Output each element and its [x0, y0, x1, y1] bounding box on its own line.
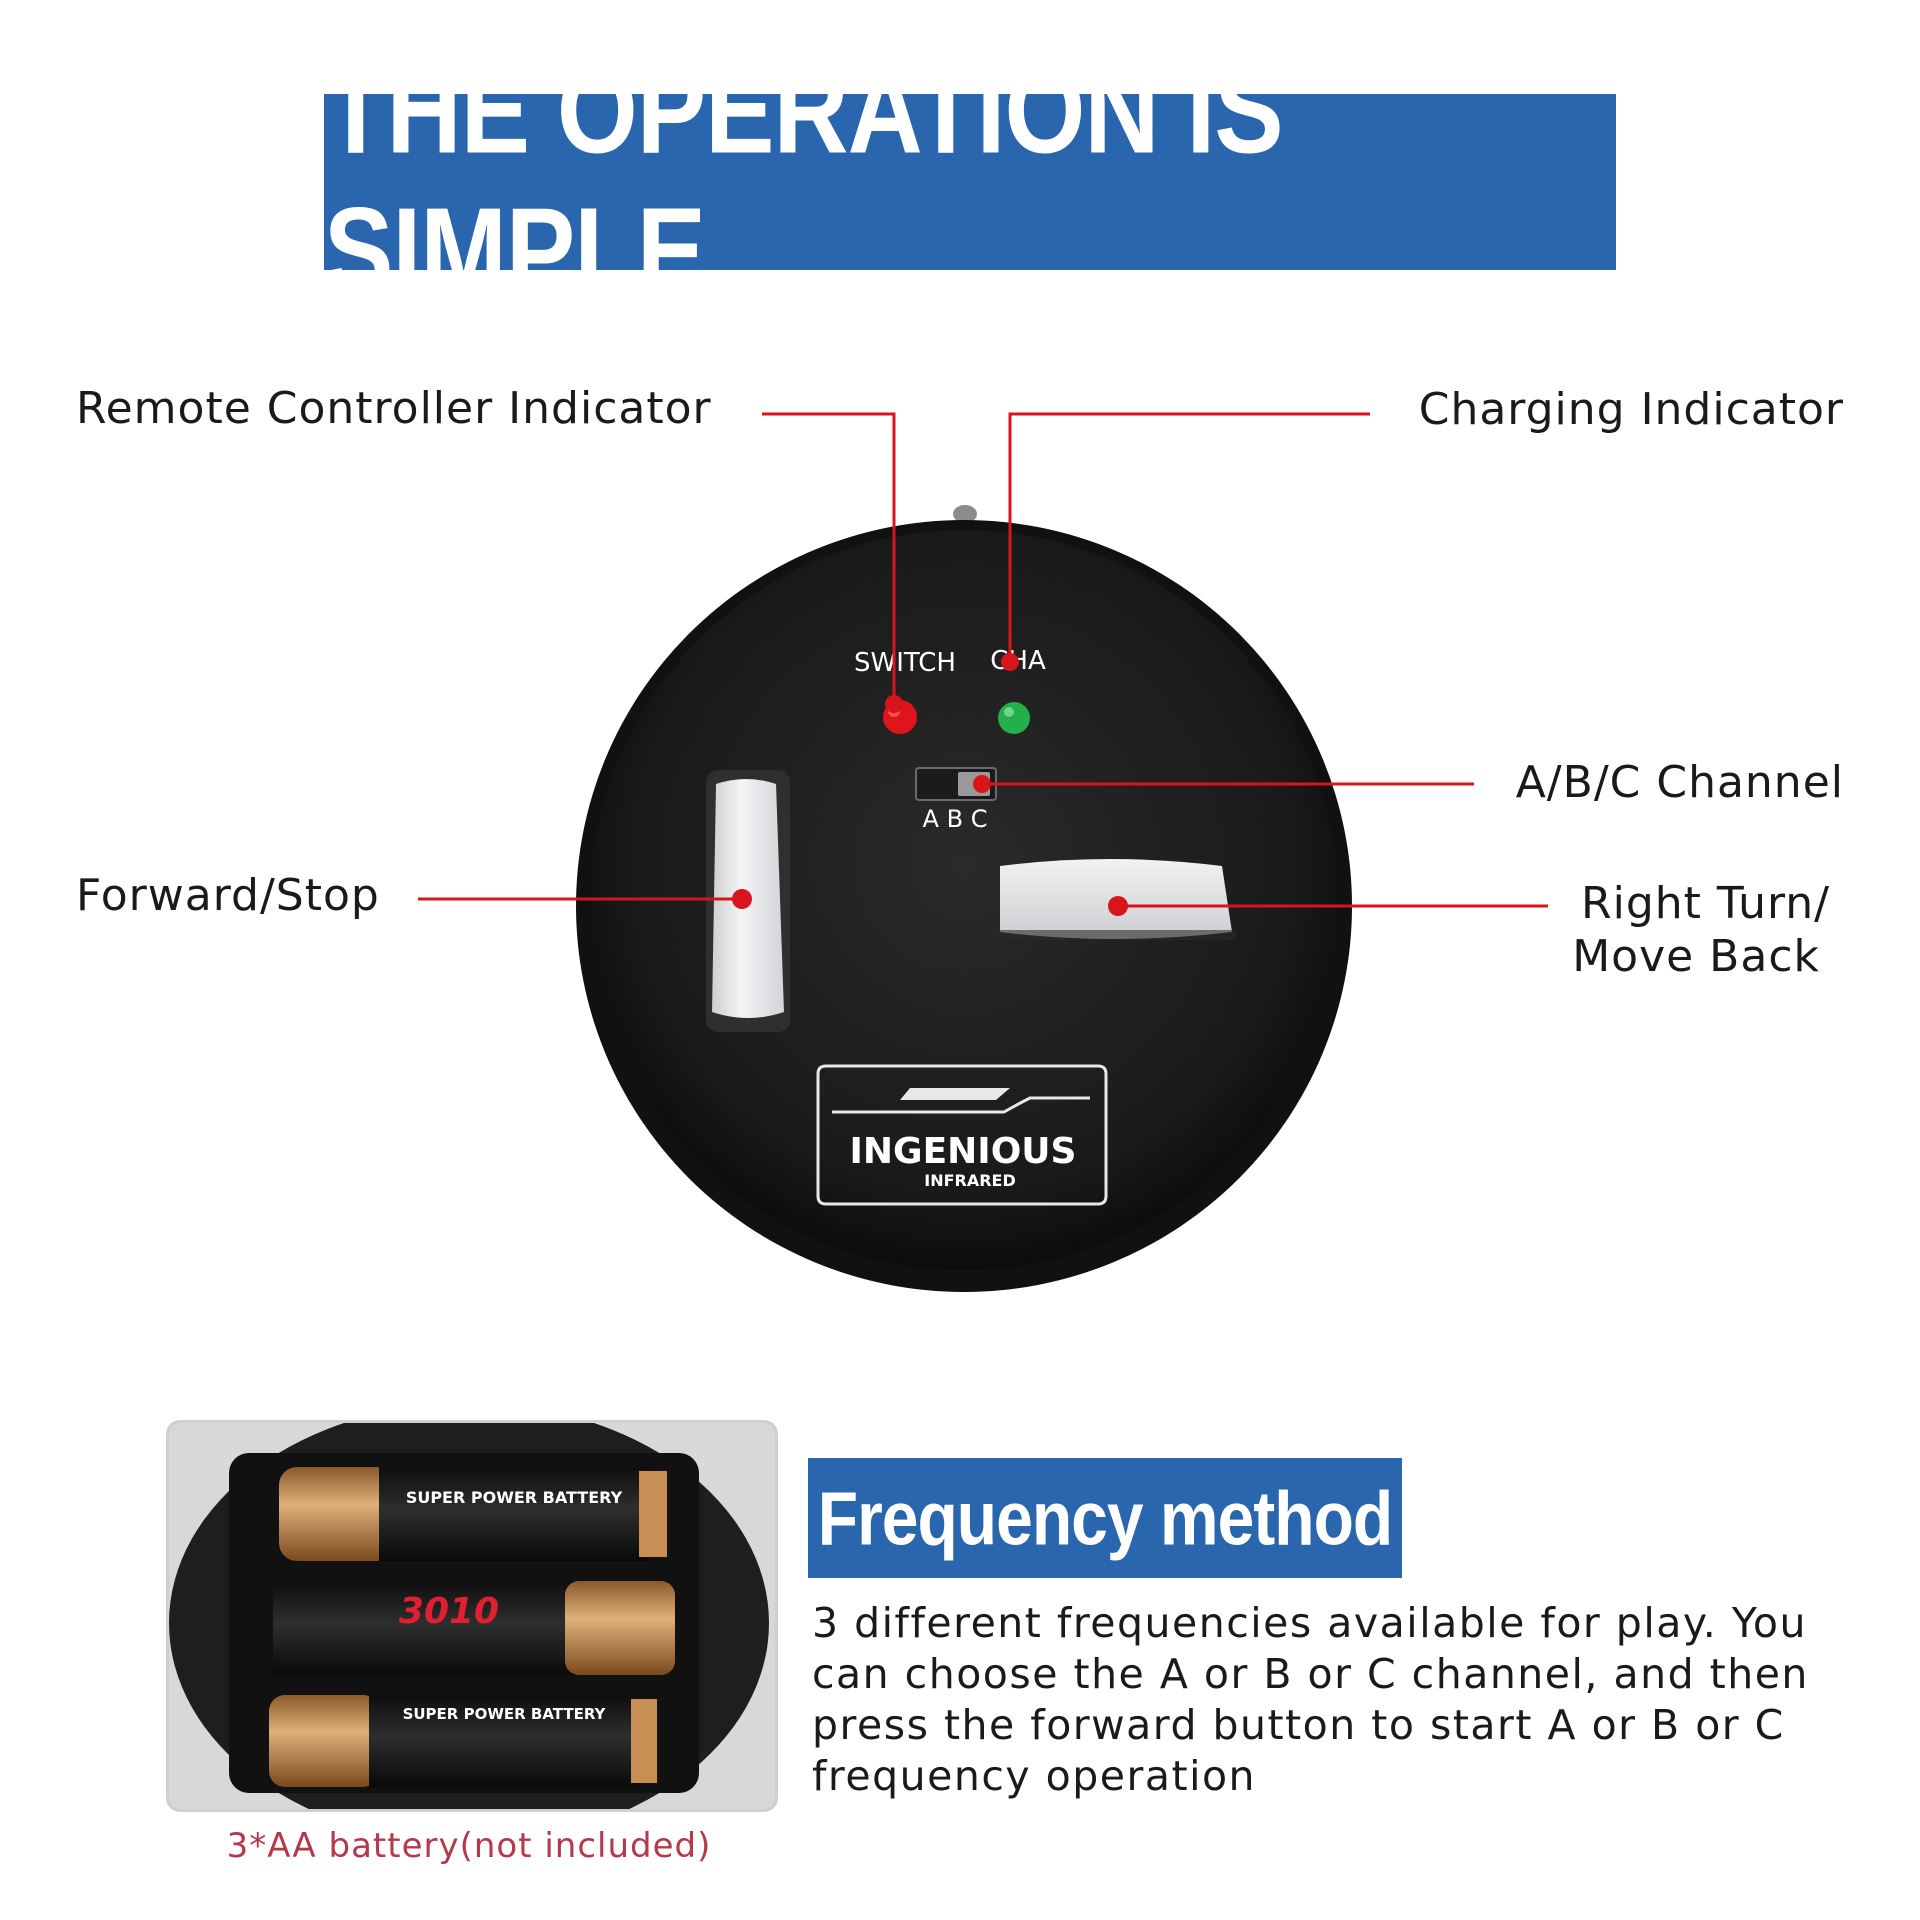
callout-right-turn-line2: Move Back: [1572, 930, 1820, 982]
battery-3-copper: [269, 1695, 379, 1787]
battery-2-body: [273, 1581, 573, 1675]
brand-swoosh-icon: [832, 1096, 1090, 1114]
brand-plate: [816, 1064, 1108, 1206]
title-banner: THE OPERATION IS SIMPLE: [324, 43, 1616, 320]
battery-cell-2: 3010: [273, 1581, 675, 1675]
callout-forward-stop: Forward/Stop: [76, 870, 380, 921]
charge-led-icon: [998, 702, 1030, 734]
brand-swoosh-line: [900, 1088, 1010, 1100]
battery-caption: 3*AA battery(not included): [226, 1826, 712, 1866]
battery-2-copper: [565, 1581, 675, 1675]
dot-forward: [732, 889, 752, 909]
leader-remote-indicator: [762, 412, 896, 704]
page-title: THE OPERATION IS SIMPLE: [324, 42, 1284, 321]
brand-name: INGENIOUS: [850, 1131, 1077, 1172]
remote-face: [590, 530, 1338, 1270]
remote-diagram: SWITCH CHA A B C INGENIOUS INFRARED: [418, 412, 1548, 1292]
antenna-nub: [953, 505, 977, 523]
leader-charging-indicator: [1008, 412, 1370, 662]
dot-cha: [1001, 653, 1019, 671]
switch-label: SWITCH: [854, 648, 956, 678]
battery-3-body: [369, 1695, 639, 1787]
frequency-banner: Frequency method: [808, 1458, 1402, 1578]
brand-sub: INFRARED: [924, 1171, 1016, 1190]
callout-remote-indicator: Remote Controller Indicator: [76, 383, 712, 434]
dot-switch: [885, 695, 903, 713]
callout-right-turn-line1: Right Turn/: [1581, 878, 1830, 929]
dot-right-turn: [1108, 896, 1128, 916]
callout-right-turn: Right Turn/ Move Back: [1572, 878, 1830, 984]
frequency-title: Frequency method: [817, 1475, 1393, 1561]
battery-1-body: [379, 1467, 649, 1561]
battery-cell-3: SUPER POWER BATTERY: [269, 1695, 657, 1787]
callout-channel: A/B/C Channel: [1515, 757, 1844, 808]
frequency-description: 3 different frequencies available for pl…: [812, 1599, 1809, 1800]
charge-led-highlight: [1004, 707, 1014, 717]
battery-3-end: [631, 1699, 657, 1783]
callout-charging-indicator: Charging Indicator: [1418, 384, 1844, 435]
battery-compartment: SUPER POWER BATTERY 3010 SUPER POWER BAT…: [169, 1423, 775, 1809]
battery-1-end: [639, 1471, 667, 1557]
right-turn-button-shadow: [992, 930, 1236, 940]
battery-label-mid: 3010: [399, 1591, 499, 1632]
battery-1-copper: [279, 1467, 399, 1561]
battery-label-bottom: SUPER POWER BATTERY: [403, 1705, 607, 1723]
dot-channel: [973, 775, 991, 793]
battery-cell-1: SUPER POWER BATTERY: [279, 1467, 667, 1561]
battery-photo: SUPER POWER BATTERY 3010 SUPER POWER BAT…: [166, 1420, 778, 1812]
battery-label-top: SUPER POWER BATTERY: [406, 1488, 623, 1507]
channel-letters: A B C: [923, 805, 988, 833]
